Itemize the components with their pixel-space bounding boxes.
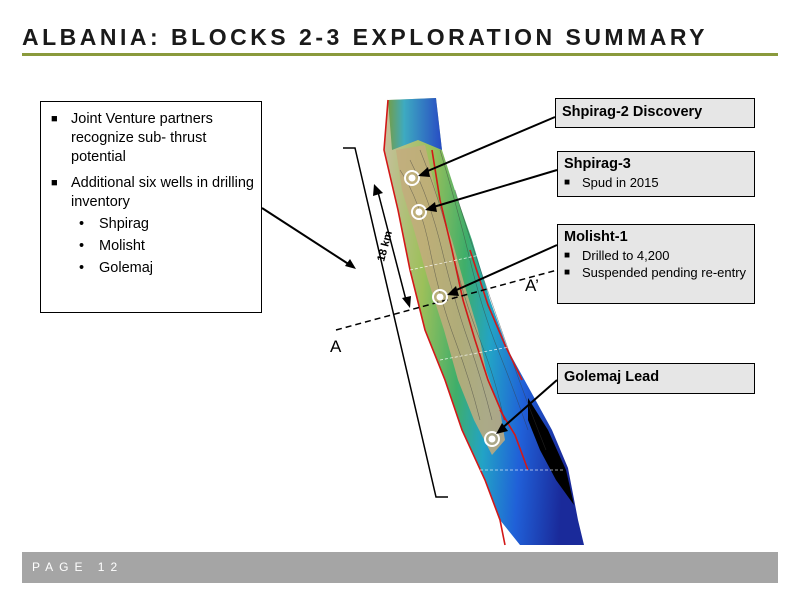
footer-bar: PAGE 12 xyxy=(22,552,778,583)
leader-line xyxy=(499,379,558,431)
well-marker xyxy=(484,431,500,447)
leader-line xyxy=(429,169,558,209)
callout-shpirag-3: Shpirag-3 ■Spud in 2015 xyxy=(557,151,755,197)
callout-title: Shpirag-2 Discovery xyxy=(562,104,703,120)
map-deep-trough xyxy=(528,398,574,505)
section-label-a: A xyxy=(330,337,342,356)
scale-arrow xyxy=(373,184,411,308)
title-divider xyxy=(22,53,778,56)
callout-item: ■Drilled to 4,200 xyxy=(564,248,670,263)
callout-item: ■Suspended pending re-entry xyxy=(564,265,747,280)
well-list-item: •Shpirag xyxy=(79,216,149,232)
callout-title: Golemaj Lead xyxy=(564,369,660,385)
callout-golemaj-lead: Golemaj Lead xyxy=(557,363,755,394)
extent-bracket xyxy=(343,147,448,498)
well-list-item: •Molisht xyxy=(79,238,145,254)
callout-title: Shpirag-3 xyxy=(564,156,631,172)
summary-bullet: ■Additional six wells in drilling invent… xyxy=(51,175,254,210)
leader-line xyxy=(451,244,558,293)
well-marker xyxy=(432,289,448,305)
cross-section-line xyxy=(335,265,573,331)
well-marker xyxy=(404,170,420,186)
callout-molisht-1: Molisht-1 ■Drilled to 4,200 ■Suspended p… xyxy=(557,224,755,304)
summary-box: ■Joint Venture partners recognize sub- t… xyxy=(40,101,262,313)
leader-line xyxy=(422,116,556,174)
page-number: PAGE 12 xyxy=(32,560,124,574)
callout-shpirag-2: Shpirag-2 Discovery xyxy=(555,98,755,128)
well-list-item: •Golemaj xyxy=(79,260,153,276)
callout-item: ■Spud in 2015 xyxy=(564,175,659,190)
summary-bullet: ■Joint Venture partners recognize sub- t… xyxy=(51,111,213,165)
section-label-a-prime: A’ xyxy=(525,276,539,295)
callout-title: Molisht-1 xyxy=(564,229,628,245)
page-title: ALBANIA: BLOCKS 2-3 EXPLORATION SUMMARY xyxy=(22,24,708,50)
leader-line xyxy=(261,207,351,266)
well-marker xyxy=(411,204,427,220)
